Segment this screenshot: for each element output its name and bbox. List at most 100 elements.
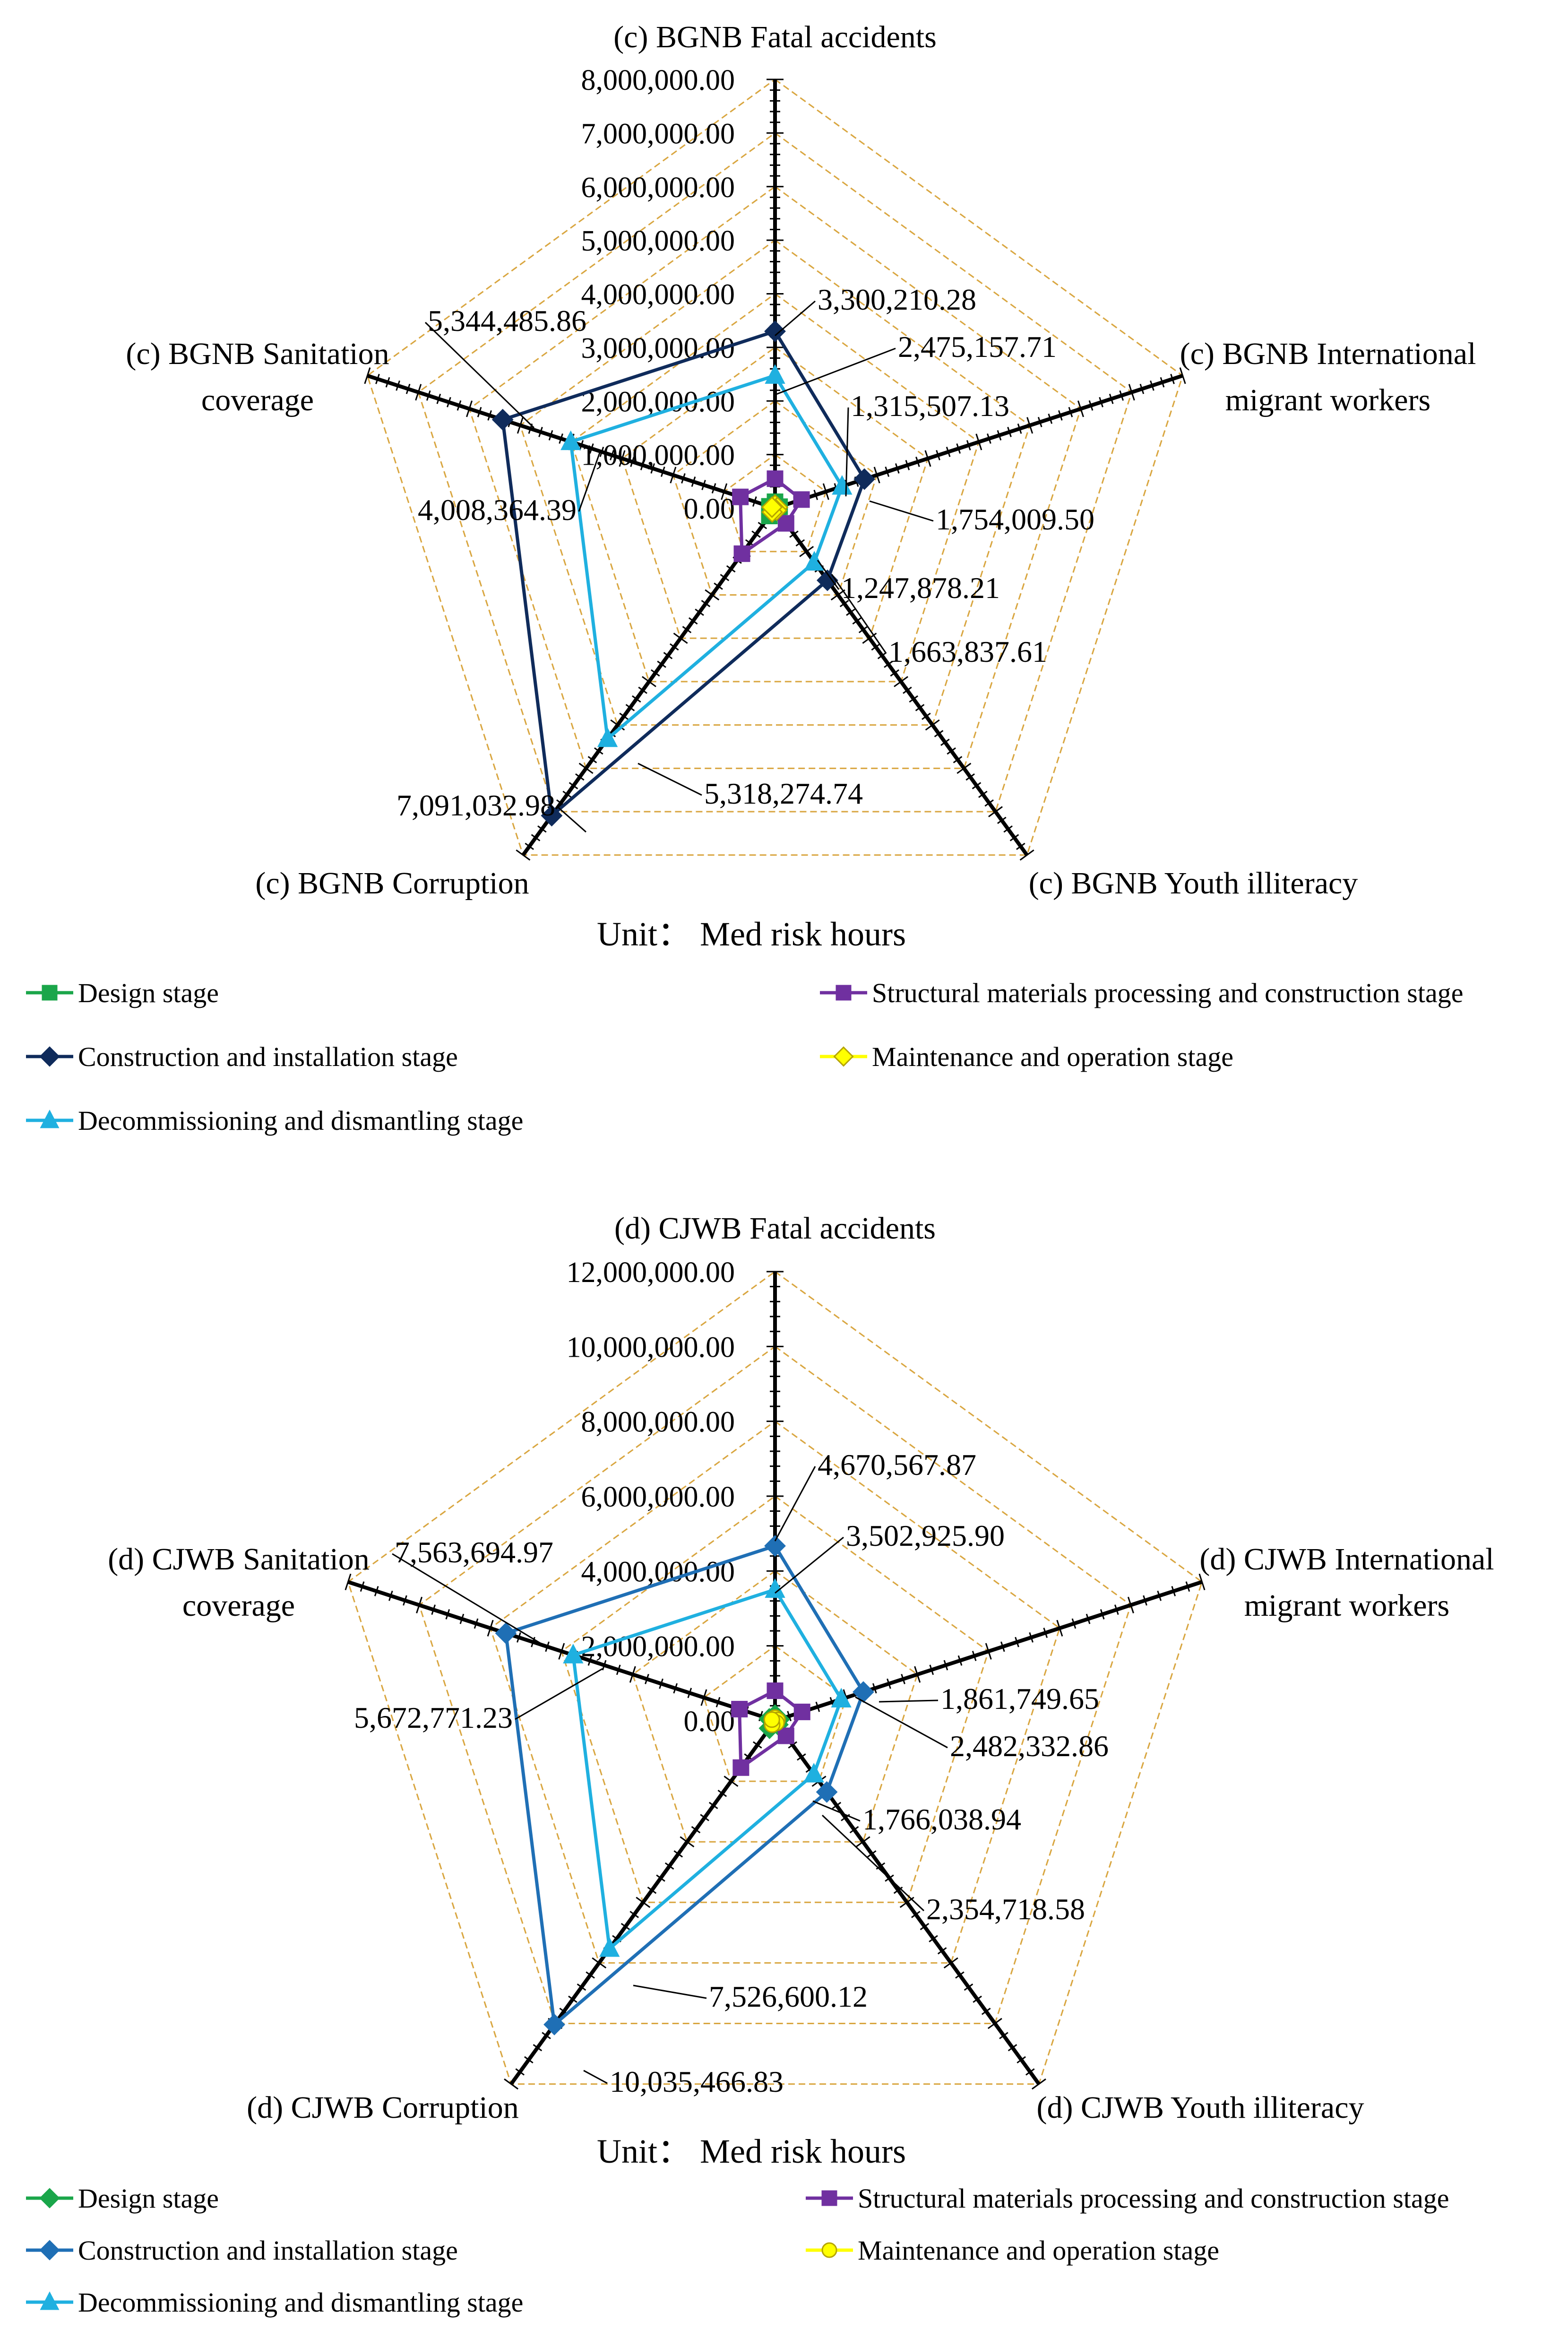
axis-tick bbox=[797, 1753, 806, 1761]
axis-tick bbox=[914, 1666, 921, 1683]
leader-line bbox=[424, 321, 535, 429]
legend-label: Design stage bbox=[78, 2183, 219, 2214]
axis-tick bbox=[929, 1935, 938, 1942]
axis-tick bbox=[726, 565, 736, 573]
axis-tick bbox=[1008, 2044, 1017, 2052]
axis-tick bbox=[987, 2018, 1002, 2029]
radar-grid bbox=[366, 78, 1184, 856]
axis-tick bbox=[360, 1581, 365, 1592]
series-decommissioning bbox=[560, 364, 853, 747]
axis-tick bbox=[474, 1618, 479, 1629]
axis-tick bbox=[978, 790, 988, 798]
gridline-ring bbox=[632, 1570, 918, 1843]
axis-tick bbox=[515, 2068, 525, 2076]
axis-tick bbox=[1128, 384, 1135, 401]
axis-tick bbox=[587, 1655, 593, 1666]
legend-marker bbox=[40, 1109, 60, 1128]
series-construction_d bbox=[495, 1535, 874, 2036]
axis-tick bbox=[673, 1850, 683, 1858]
axis-tick bbox=[1114, 1604, 1119, 1615]
axis-tick bbox=[559, 433, 563, 444]
legend-marker bbox=[836, 985, 852, 1001]
axis-tick bbox=[1179, 367, 1186, 384]
data-point bbox=[732, 488, 749, 505]
axis-tick bbox=[632, 695, 641, 703]
data-point bbox=[816, 1781, 838, 1803]
axis-tick bbox=[955, 1971, 965, 1979]
axis-tick bbox=[894, 676, 909, 687]
axis-tick bbox=[966, 440, 971, 451]
axis-tick bbox=[1043, 1628, 1048, 1638]
tick-label: 6,000,000.00 bbox=[581, 1481, 735, 1513]
axis-tick bbox=[985, 1643, 992, 1660]
gridline-ring bbox=[468, 185, 1082, 769]
data-point bbox=[597, 727, 618, 747]
axis-tick bbox=[724, 1776, 739, 1787]
axis-tick bbox=[457, 400, 462, 411]
data-label: 1,247,878.21 bbox=[841, 571, 1000, 605]
axis-tick bbox=[895, 463, 900, 474]
legend-marker bbox=[39, 2240, 60, 2261]
axis-tick bbox=[901, 1674, 905, 1684]
series-line bbox=[571, 1587, 844, 1952]
axis-tick bbox=[973, 1995, 982, 2003]
series-construction_c bbox=[491, 320, 876, 827]
axis-tick bbox=[884, 660, 893, 668]
series-maintenance bbox=[763, 1709, 786, 1733]
axis-tick bbox=[388, 1590, 393, 1601]
legend-marker bbox=[40, 2291, 60, 2310]
data-label: 5,344,485.86 bbox=[428, 304, 586, 338]
axis-tick bbox=[524, 2056, 534, 2064]
data-label: 1,754,009.50 bbox=[936, 503, 1094, 536]
data-point bbox=[764, 320, 786, 342]
axis-tick bbox=[1000, 1641, 1005, 1652]
axis-tick bbox=[586, 1971, 595, 1979]
axis-label: (c) BGNB International bbox=[1180, 337, 1476, 371]
data-label: 5,672,771.23 bbox=[354, 1701, 513, 1734]
axis-tick bbox=[680, 1836, 695, 1847]
axis-tick bbox=[999, 2032, 1008, 2039]
tick-label: 5,000,000.00 bbox=[581, 225, 735, 257]
axis-tick bbox=[815, 1701, 820, 1712]
axis-tick bbox=[545, 1641, 550, 1652]
legend-marker bbox=[42, 985, 58, 1001]
axis-tick bbox=[688, 617, 698, 625]
axis-tick bbox=[562, 790, 572, 798]
data-label: 2,475,157.71 bbox=[898, 330, 1057, 364]
axis-tick bbox=[940, 738, 950, 746]
axis-tick bbox=[396, 380, 400, 391]
axis-tick bbox=[681, 473, 686, 484]
axis-tick bbox=[937, 1947, 947, 1955]
data-label: 7,563,694.97 bbox=[395, 1535, 553, 1569]
leader-line bbox=[775, 347, 896, 396]
axis-tick bbox=[436, 393, 441, 404]
leader-line bbox=[855, 1696, 948, 1749]
axis-tick bbox=[924, 450, 931, 467]
axis-tick bbox=[717, 1790, 727, 1797]
legend-label: Decommissioning and dismantling stage bbox=[78, 2287, 523, 2318]
data-point bbox=[731, 1701, 748, 1718]
axis-tick bbox=[1037, 416, 1042, 427]
axis-tick bbox=[1127, 1596, 1134, 1613]
axis-tick bbox=[890, 669, 900, 677]
axis-tick bbox=[943, 1660, 948, 1671]
axis-tick bbox=[997, 816, 1007, 824]
axis-tick bbox=[592, 1957, 607, 1969]
tick-label: 12,000,000.00 bbox=[567, 1256, 735, 1289]
data-point bbox=[803, 1763, 824, 1783]
axis-tick bbox=[752, 496, 757, 507]
legend-item: Maintenance and operation stage bbox=[820, 1041, 1233, 1072]
axis-tick bbox=[981, 2008, 991, 2015]
axis-tick bbox=[691, 1826, 701, 1834]
data-label: 5,318,274.74 bbox=[704, 777, 863, 810]
data-point bbox=[491, 408, 514, 431]
axis-tick bbox=[1025, 2068, 1035, 2076]
axis-tick bbox=[578, 762, 594, 774]
axis-tick bbox=[915, 456, 920, 467]
axis-tick bbox=[375, 373, 380, 384]
axis-tick bbox=[846, 608, 855, 616]
axis-tick bbox=[700, 1689, 707, 1706]
axis-tick bbox=[1017, 423, 1022, 434]
legend-label: Decommissioning and dismantling stage bbox=[78, 1105, 523, 1136]
axis-tick bbox=[619, 450, 626, 467]
